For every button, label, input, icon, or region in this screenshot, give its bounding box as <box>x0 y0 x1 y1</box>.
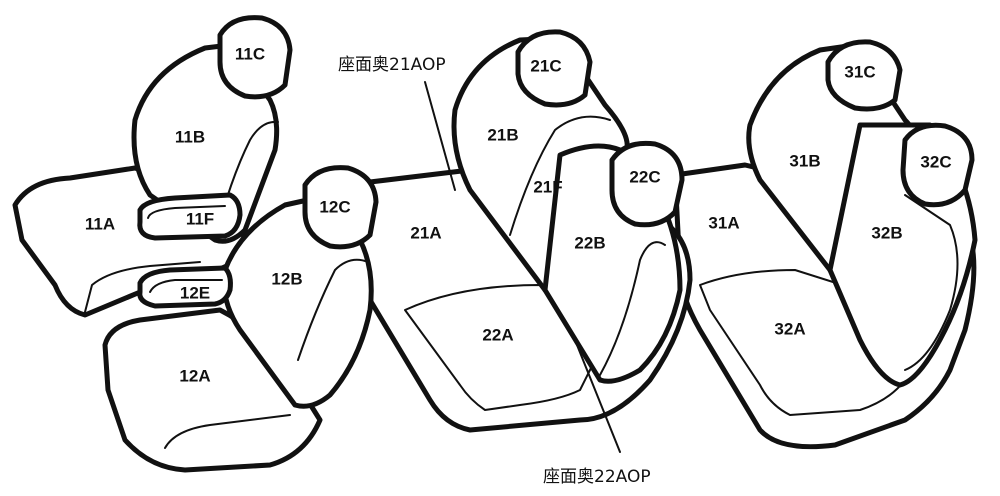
row1-seat-12 <box>102 165 379 473</box>
label-12A: 12A <box>179 366 210 385</box>
label-11A: 11A <box>85 214 115 233</box>
armrest-11F-seam <box>147 205 226 219</box>
cushion-12A-seam <box>164 414 291 449</box>
back-21F-seam <box>509 115 611 236</box>
label-31A: 31A <box>708 213 739 232</box>
callout-22AOP: 座面奥22AOP <box>543 467 651 487</box>
label-11F: 11F <box>186 209 214 228</box>
callout-21AOP: 座面奥21AOP <box>338 55 446 75</box>
label-11C: 11C <box>235 44 265 63</box>
back-12B-seam <box>297 258 369 361</box>
label-22C: 22C <box>629 167 660 186</box>
label-21C: 21C <box>530 56 561 75</box>
row3-seat <box>672 39 978 450</box>
row2-seat <box>342 29 693 433</box>
back-21B <box>451 35 630 293</box>
armrest-12E <box>137 265 233 309</box>
headrest-12C <box>302 165 379 250</box>
back-32B-seam <box>904 194 959 371</box>
cushion-11A-seam <box>84 261 201 313</box>
label-21F: 21F <box>533 177 562 196</box>
label-32A: 32A <box>774 319 805 338</box>
headrest-21C <box>515 29 593 108</box>
label-21A: 21A <box>410 223 441 242</box>
back-22B-seam <box>599 241 666 376</box>
armrest-12E-seam <box>149 279 223 293</box>
headrest-11C <box>217 15 293 100</box>
label-12B: 12B <box>271 269 302 288</box>
headrest-22C <box>609 140 685 228</box>
headrest-32C <box>900 122 975 208</box>
label-11B: 11B <box>175 127 205 146</box>
headrest-31C <box>825 39 903 112</box>
label-22B: 22B <box>574 233 605 252</box>
row1-seat-11 <box>12 15 293 318</box>
label-31B: 31B <box>789 151 820 170</box>
callout-22AOP-leader <box>574 339 621 453</box>
label-12E: 12E <box>180 283 210 302</box>
label-32B: 32B <box>871 223 902 242</box>
label-12C: 12C <box>319 197 350 216</box>
label-31C: 31C <box>844 62 875 81</box>
label-21B: 21B <box>487 125 518 144</box>
label-22A: 22A <box>482 325 513 344</box>
callout-21AOP-leader <box>424 81 456 191</box>
label-32C: 32C <box>920 152 951 171</box>
